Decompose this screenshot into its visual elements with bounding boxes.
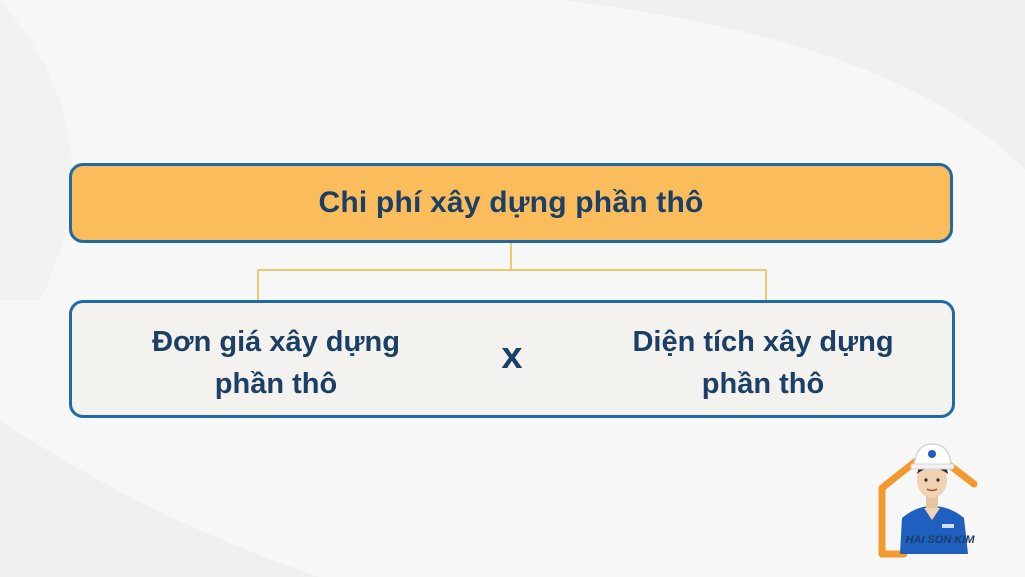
total-cost-label: Chi phí xây dựng phần thô: [318, 186, 704, 219]
unit-price-line2: phần thô: [214, 368, 338, 400]
formula-box: Đơn giá xây dựng phần thô x Diện tích xâ…: [69, 300, 955, 418]
area-line1: Diện tích xây dựng: [632, 326, 894, 358]
multiply-operator: x: [501, 335, 523, 377]
unit-price-line1: Đơn giá xây dựng: [152, 326, 400, 358]
area-line2: phần thô: [701, 368, 825, 400]
unit-price-operand: Đơn giá xây dựng phần thô: [116, 321, 436, 405]
total-cost-box: Chi phí xây dựng phần thô: [69, 163, 953, 243]
brand-name: HAI SON KIM: [905, 534, 975, 546]
area-operand: Diện tích xây dựng phần thô: [603, 321, 923, 405]
mascot-logo: [878, 443, 978, 558]
